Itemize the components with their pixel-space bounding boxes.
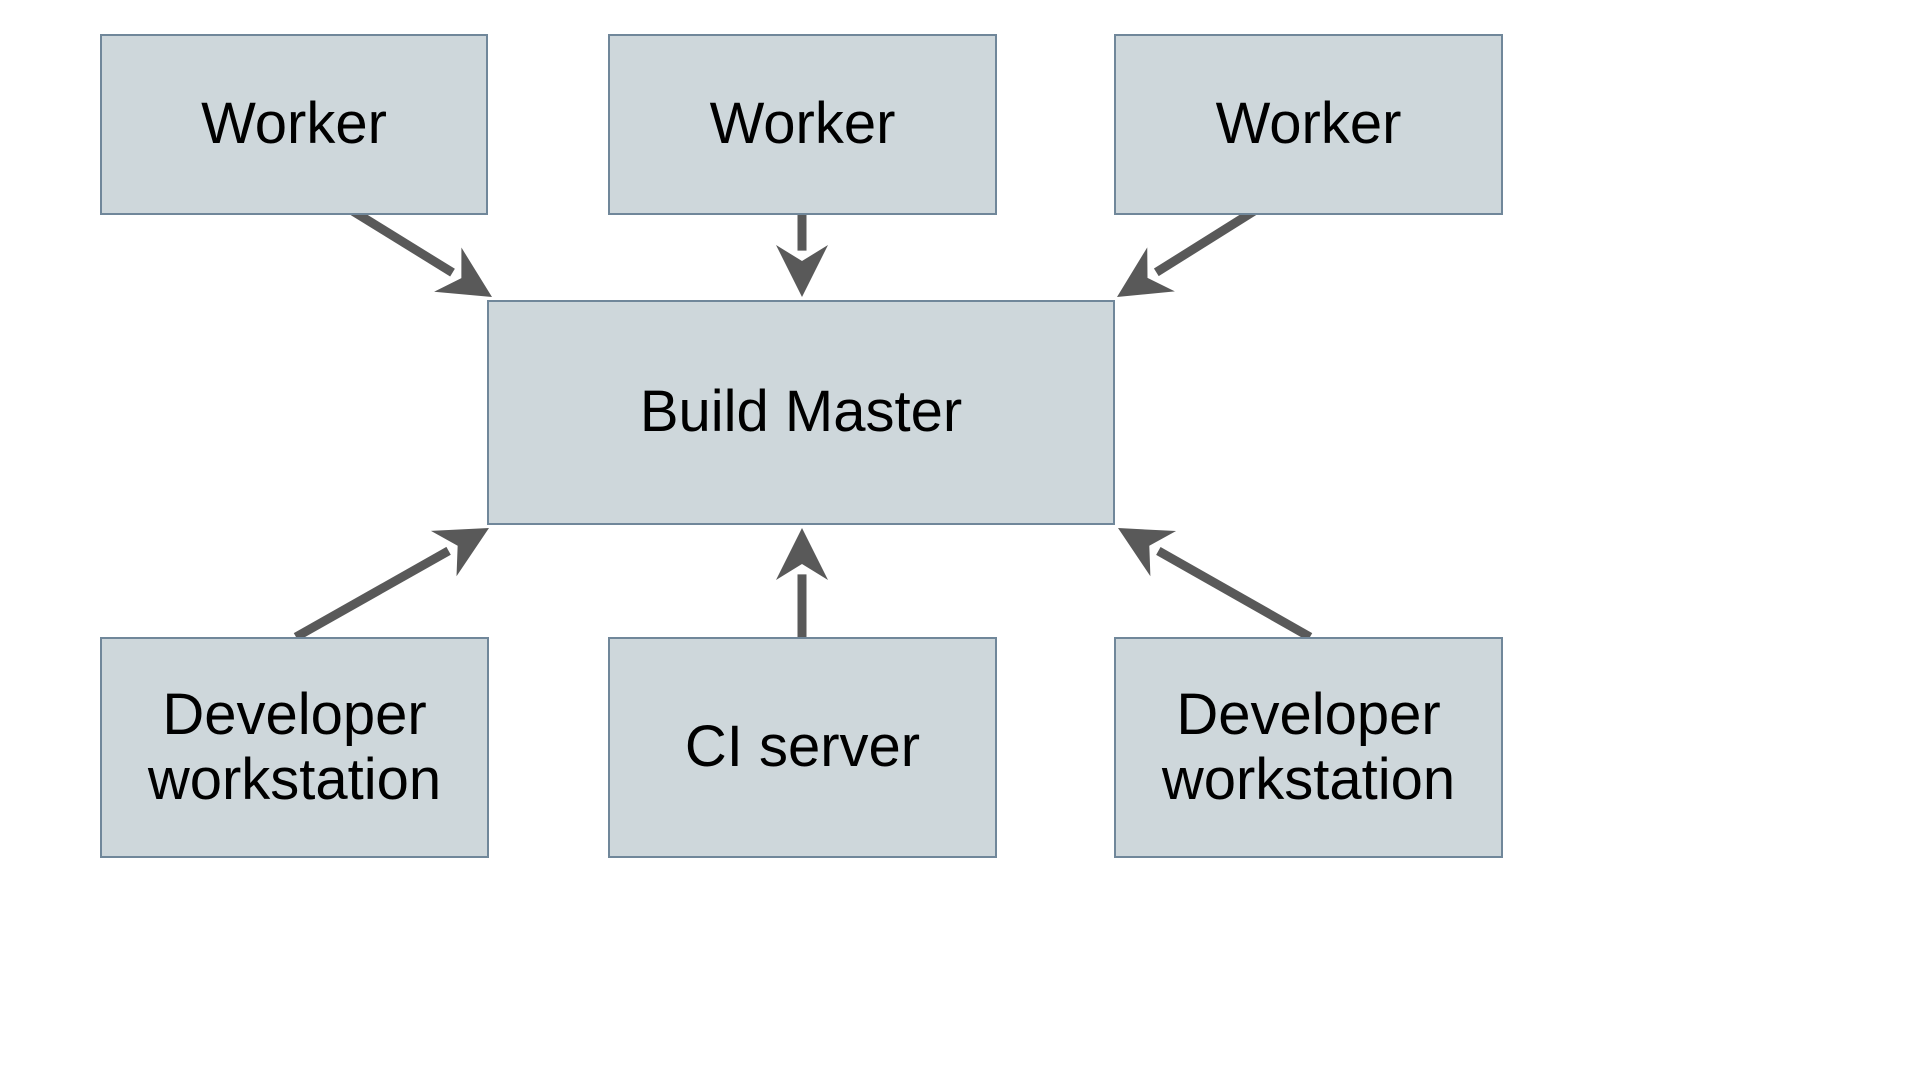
node-label: CI server [684, 714, 921, 780]
node-label: Worker [201, 91, 387, 157]
node-label: Developer workstation [147, 681, 442, 812]
edge-worker-center-to-master-arrowhead [776, 245, 828, 297]
edge-devws-left-to-master-shaft [293, 546, 451, 641]
node-label: Worker [709, 91, 896, 157]
node-worker-right[interactable]: Worker [1114, 34, 1503, 215]
node-developer-workstation-right[interactable]: Developer workstation [1114, 637, 1503, 858]
node-label: Developer workstation [1161, 681, 1456, 812]
node-developer-workstation-left[interactable]: Developer workstation [100, 637, 489, 858]
node-label: Worker [1215, 91, 1402, 157]
node-label: Build Master [639, 379, 963, 445]
edge-devws-right-to-master-arrowhead [1118, 528, 1177, 577]
edge-worker-right-to-master-arrowhead [1117, 247, 1175, 297]
edge-ci-server-to-master-arrowhead [776, 528, 828, 580]
node-ci-server[interactable]: CI server [608, 637, 997, 858]
edge-worker-left-to-master-arrowhead [434, 247, 492, 297]
edge-devws-left-to-master-arrowhead [430, 528, 489, 577]
edge-devws-right-to-master-shaft [1156, 546, 1313, 641]
node-build-master[interactable]: Build Master [487, 300, 1115, 525]
node-worker-center[interactable]: Worker [608, 34, 997, 215]
node-worker-left[interactable]: Worker [100, 34, 488, 215]
